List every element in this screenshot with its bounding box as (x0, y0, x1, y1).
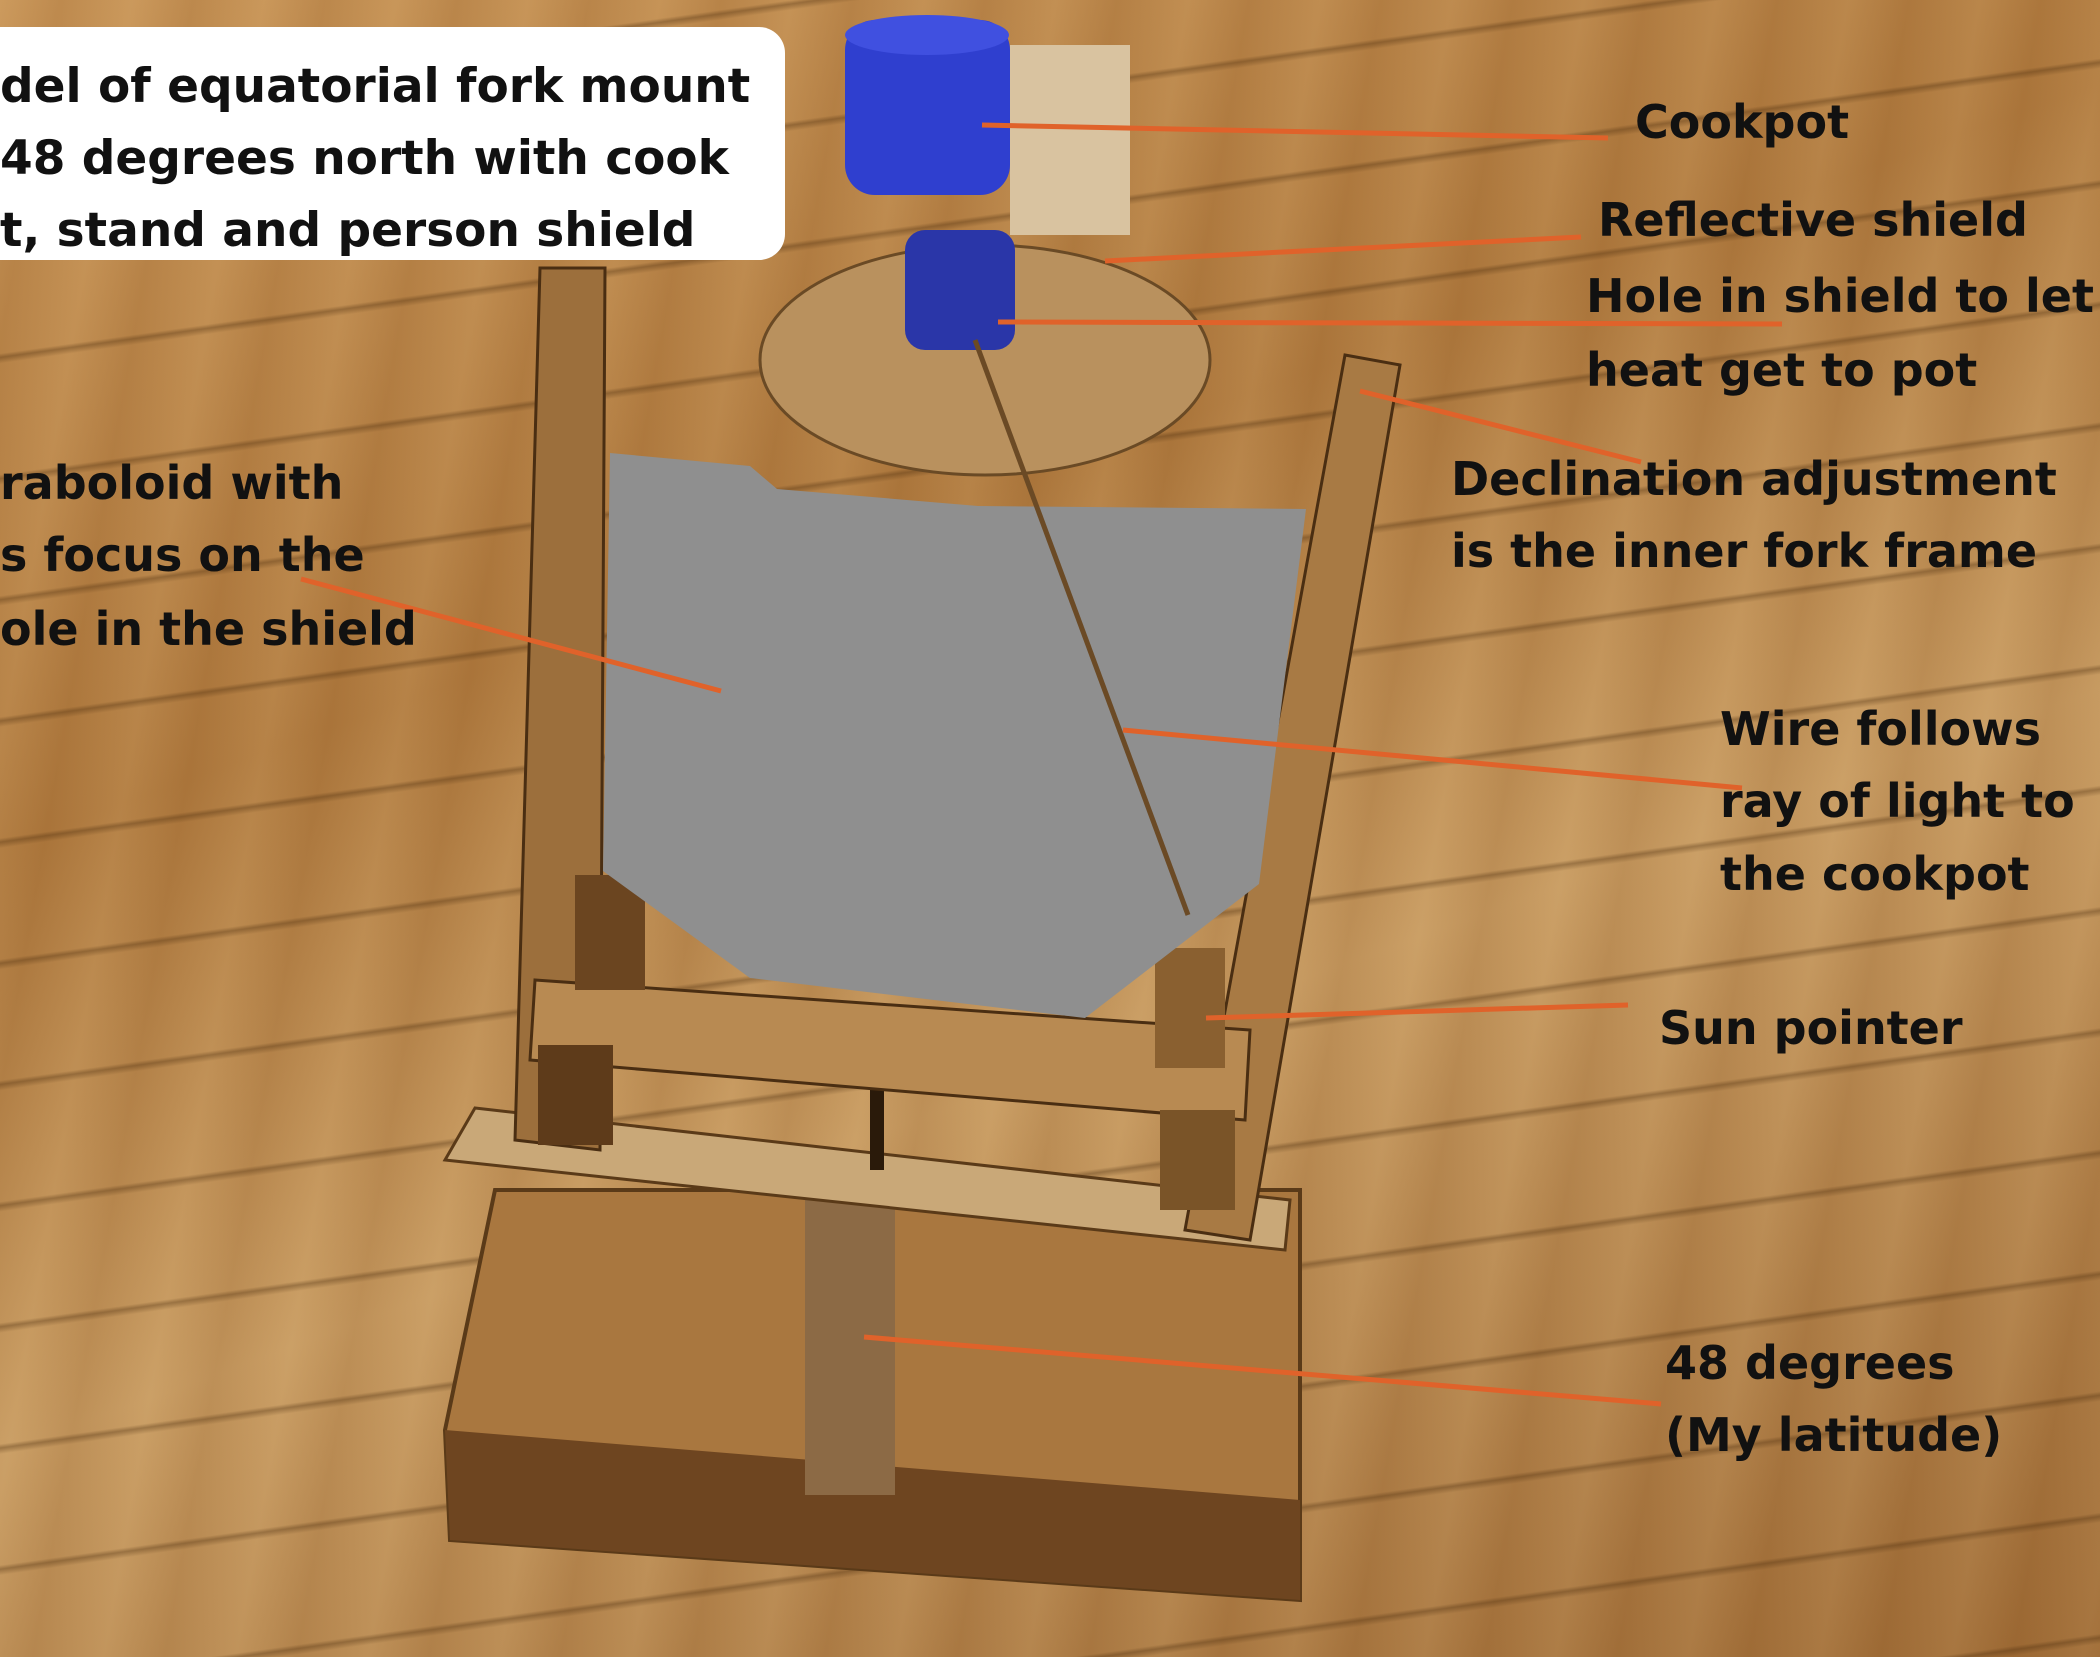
title-line-3: t, stand and person shield (0, 203, 696, 258)
label-reflective-shield: Reflective shield (1598, 193, 2028, 247)
leader-cookpot (981, 122, 1609, 141)
leader-wire (1122, 727, 1743, 791)
label-paraboloid-line-3: ole in the shield (0, 602, 417, 656)
cookpot-lid (845, 15, 1009, 55)
label-paraboloid-line-2: s focus on the (0, 528, 365, 582)
label-hole-line-1: Hole in shield to let (1586, 269, 2094, 323)
left-block (575, 875, 645, 990)
left-post (538, 1045, 613, 1145)
label-paraboloid-line-1: raboloid with (0, 456, 344, 510)
redacted-paraboloid (603, 453, 1306, 1018)
label-wire-line-3: the cookpot (1720, 847, 2030, 901)
latitude-brace (805, 1195, 895, 1495)
label-declination-line-1: Declination adjustment (1451, 452, 2057, 506)
label-cookpot: Cookpot (1635, 95, 1850, 149)
label-hole-line-2: heat get to pot (1586, 343, 1978, 397)
cookpot (845, 20, 1010, 195)
inner-frame-bottom (528, 978, 1252, 1122)
label-sun-pointer: Sun pointer (1659, 1001, 1963, 1055)
label-wire-line-2: ray of light to (1720, 774, 2075, 828)
label-latitude-line-1: 48 degrees (1665, 1336, 1955, 1390)
title-callout: del of equatorial fork mount 48 degrees … (0, 27, 785, 260)
title-line-1: del of equatorial fork mount (0, 59, 751, 114)
fork-base-plate (442, 1106, 1292, 1252)
label-latitude-line-2: (My latitude) (1665, 1408, 2003, 1462)
leader-lines (300, 122, 1783, 1407)
leader-hole (997, 319, 1783, 327)
leader-sun-pointer (1205, 1002, 1629, 1021)
label-declination-line-2: is the inner fork frame (1451, 524, 2038, 578)
wire (972, 339, 1191, 916)
sun-pointer-block (1155, 948, 1225, 1068)
leader-declination (1359, 388, 1642, 465)
cookpot-lower (905, 230, 1015, 350)
back-board (1010, 45, 1130, 235)
leader-paraboloid (300, 576, 722, 694)
stand-base-front (445, 1430, 1300, 1600)
leader-latitude (863, 1334, 1662, 1407)
leader-shield (1104, 234, 1582, 264)
polar-axis-rod (870, 1090, 884, 1170)
label-wire-line-1: Wire follows (1720, 702, 2042, 756)
right-post (1160, 1110, 1235, 1210)
title-line-2: 48 degrees north with cook (0, 131, 729, 186)
